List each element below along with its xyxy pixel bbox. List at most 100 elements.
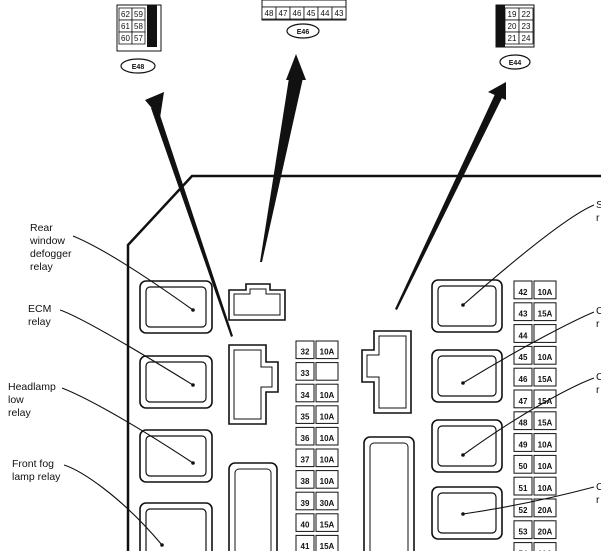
fusible-link-right xyxy=(363,436,415,551)
pin-number: 45 xyxy=(307,9,316,18)
pin-43: 43 xyxy=(331,6,347,20)
fuse-number: 47 xyxy=(519,397,528,406)
right-fuse-49: 49 10A xyxy=(513,433,557,452)
fuse-amperage: 10A xyxy=(538,353,553,362)
right-fuse-44: 44 xyxy=(513,324,557,343)
fuse-amperage: 10A xyxy=(538,440,553,449)
arrow-to-e46 xyxy=(260,54,306,262)
fuse-amperage: 10A xyxy=(320,391,335,400)
pin-number: 58 xyxy=(134,22,143,31)
pin-number: 46 xyxy=(293,9,302,18)
fuse-number: 42 xyxy=(519,288,528,297)
arrow-to-e48 xyxy=(145,92,233,337)
fuse-number: 45 xyxy=(519,353,528,362)
fuse-number: 44 xyxy=(519,331,528,340)
fuse-amperage: 15A xyxy=(538,397,553,406)
connector-e44-label: E44 xyxy=(509,60,522,67)
right-fuse-48: 48 15A xyxy=(513,411,557,431)
socket-left-middle xyxy=(228,344,279,425)
fuse-number: 49 xyxy=(519,440,528,449)
fuse-amperage: 20A xyxy=(538,528,553,537)
fuse-amperage: 10A xyxy=(538,462,553,471)
label-rear-defogger-relay: Rear window defogger relay xyxy=(30,222,72,273)
pin-number: 22 xyxy=(522,10,531,19)
pin-number: 61 xyxy=(121,22,130,31)
pin-number: 19 xyxy=(508,10,517,19)
label-front-fog-lamp-relay: Front fog lamp relay xyxy=(12,458,61,483)
fuse-number: 48 xyxy=(519,419,528,428)
label-headlamp-low-relay: Headlamp low relay xyxy=(8,381,56,419)
fuse-number: 32 xyxy=(301,348,310,357)
socket-right-middle xyxy=(361,330,412,414)
label-ecm-relay: ECM relay xyxy=(28,303,52,328)
pin-number: 43 xyxy=(335,9,344,18)
relay-right-3 xyxy=(431,419,503,473)
right-fuse-42: 42 10A xyxy=(513,280,557,300)
fuse-amperage: 10A xyxy=(320,477,335,486)
relay-headlamp-low xyxy=(139,429,213,483)
pin-45: 45 xyxy=(303,6,319,20)
pin-58: 58 xyxy=(131,19,146,33)
label-right-relay-2: C r xyxy=(596,305,601,330)
pin-number: 21 xyxy=(508,34,517,43)
pin-47: 47 xyxy=(275,6,291,20)
fuse-amperage: 10A xyxy=(538,549,553,551)
pin-44: 44 xyxy=(317,6,333,20)
pin-46: 46 xyxy=(289,6,305,20)
arrow-to-e44 xyxy=(395,82,506,310)
pin-23: 23 xyxy=(518,19,534,33)
fuse-amperage: 15A xyxy=(538,375,553,384)
fuse-number: 41 xyxy=(301,542,310,551)
fuse-number: 46 xyxy=(519,375,528,384)
center-fuse-32: 32 10A xyxy=(295,340,339,360)
relay-front-fog xyxy=(139,502,213,551)
pin-number: 23 xyxy=(522,22,531,31)
right-fuse-50: 50 10A xyxy=(513,454,557,474)
pin-number: 47 xyxy=(279,9,288,18)
right-fuse-43: 43 15A xyxy=(513,302,557,322)
pin-57: 57 xyxy=(131,31,146,45)
fuse-amperage: 20A xyxy=(538,506,553,515)
fuse-number: 39 xyxy=(301,499,310,508)
fuse-amperage: 15A xyxy=(538,310,553,319)
fuse-number: 36 xyxy=(301,434,310,443)
fuse-number: 35 xyxy=(301,412,310,421)
fuse-amperage: 15A xyxy=(320,542,335,551)
pin-61: 61 xyxy=(118,19,133,33)
fuse-amperage: 10A xyxy=(320,348,335,357)
fuse-amperage: 10A xyxy=(538,288,553,297)
fuse-number: 50 xyxy=(519,462,528,471)
relay-right-2 xyxy=(431,349,503,403)
fuse-number: 37 xyxy=(301,456,310,465)
pin-number: 20 xyxy=(508,22,517,31)
pin-21: 21 xyxy=(504,31,520,45)
fuse-number: 40 xyxy=(301,520,310,529)
pin-48: 48 xyxy=(261,6,277,20)
fuse-amperage: 10A xyxy=(538,484,553,493)
fuse-number: 43 xyxy=(519,310,528,319)
pin-59: 59 xyxy=(131,7,146,21)
relay-ecm xyxy=(139,355,213,409)
pin-20: 20 xyxy=(504,19,520,33)
leader-lines xyxy=(59,204,595,546)
label-right-relay-4: C r xyxy=(596,481,601,506)
connector-e46-label: E46 xyxy=(297,29,310,36)
fuse-number: 54 xyxy=(519,549,528,551)
right-fuse-column: 42 10A 43 15A 44 45 10A 46 15A 47 15A 48 15A 49 10A 50 1… xyxy=(513,280,557,551)
fuse-amperage: 15A xyxy=(538,419,553,428)
fuse-number: 33 xyxy=(301,369,310,378)
pin-62: 62 xyxy=(118,7,133,21)
pin-number: 60 xyxy=(121,34,130,43)
label-right-relay-3: C r xyxy=(596,371,601,396)
pin-60: 60 xyxy=(118,31,133,45)
right-fuse-46: 46 15A xyxy=(513,367,557,387)
pin-22: 22 xyxy=(518,7,534,21)
